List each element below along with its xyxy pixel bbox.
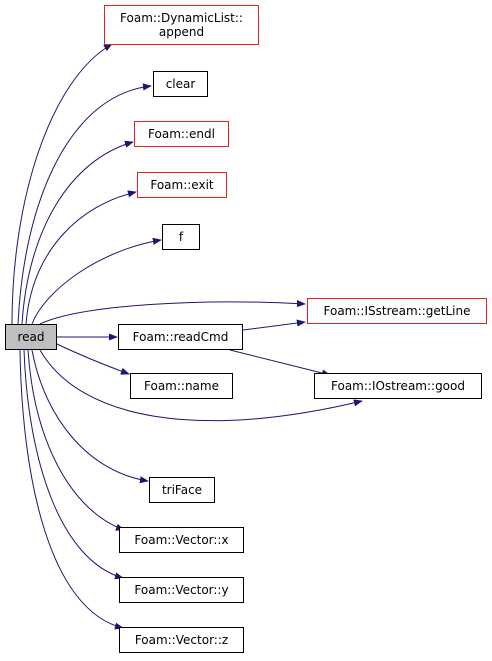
edge-read-vx bbox=[27, 349, 125, 531]
edge-read-exit bbox=[25, 190, 137, 325]
edge-readcmd-good bbox=[229, 349, 331, 377]
node-vector-y[interactable]: Foam::Vector::y bbox=[119, 577, 244, 603]
node-clear[interactable]: clear bbox=[153, 71, 208, 97]
node-foam-endl[interactable]: Foam::endl bbox=[134, 121, 229, 147]
node-vector-z[interactable]: Foam::Vector::z bbox=[119, 627, 244, 653]
edge-read-endl bbox=[21, 140, 134, 325]
edge-read-append bbox=[11, 43, 113, 325]
node-dynamiclist-append[interactable]: Foam::DynamicList:: append bbox=[104, 5, 259, 45]
node-triface[interactable]: triFace bbox=[149, 477, 215, 503]
node-iostream-good[interactable]: Foam::IOstream::good bbox=[314, 373, 482, 399]
edge-read-clear bbox=[17, 83, 152, 325]
edge-read-good bbox=[39, 349, 363, 422]
node-vector-x-label: Foam::Vector::x bbox=[134, 533, 229, 547]
node-read[interactable]: read bbox=[5, 324, 57, 350]
node-foam-exit-label: Foam::exit bbox=[150, 178, 214, 192]
node-foam-readcmd[interactable]: Foam::readCmd bbox=[118, 324, 243, 350]
node-vector-z-label: Foam::Vector::z bbox=[134, 633, 229, 647]
node-foam-readcmd-label: Foam::readCmd bbox=[132, 330, 229, 344]
node-dynamiclist-append-label: Foam::DynamicList:: append bbox=[120, 11, 243, 39]
edge-read-vz bbox=[19, 349, 124, 630]
node-read-label: read bbox=[17, 330, 45, 344]
edge-read-vy bbox=[23, 349, 124, 580]
edge-read-name bbox=[56, 343, 130, 375]
edge-readcmd-getline bbox=[242, 319, 306, 331]
node-vector-y-label: Foam::Vector::y bbox=[134, 583, 229, 597]
node-foam-name[interactable]: Foam::name bbox=[130, 373, 233, 399]
node-vector-x[interactable]: Foam::Vector::x bbox=[119, 527, 244, 553]
node-triface-label: triFace bbox=[161, 483, 203, 497]
node-iostream-good-label: Foam::IOstream::good bbox=[331, 379, 465, 393]
node-foam-exit[interactable]: Foam::exit bbox=[137, 172, 227, 198]
edge-read-getline bbox=[39, 299, 306, 325]
node-f-label: f bbox=[178, 230, 184, 244]
node-clear-label: clear bbox=[165, 77, 196, 91]
node-foam-name-label: Foam::name bbox=[144, 379, 219, 393]
node-isstream-getline[interactable]: Foam::ISstream::getLine bbox=[307, 298, 487, 324]
node-f[interactable]: f bbox=[162, 224, 200, 250]
edge-read-f bbox=[31, 237, 162, 325]
edge-read-triface bbox=[31, 349, 149, 484]
node-isstream-getline-label: Foam::ISstream::getLine bbox=[323, 304, 471, 318]
node-foam-endl-label: Foam::endl bbox=[148, 127, 215, 141]
